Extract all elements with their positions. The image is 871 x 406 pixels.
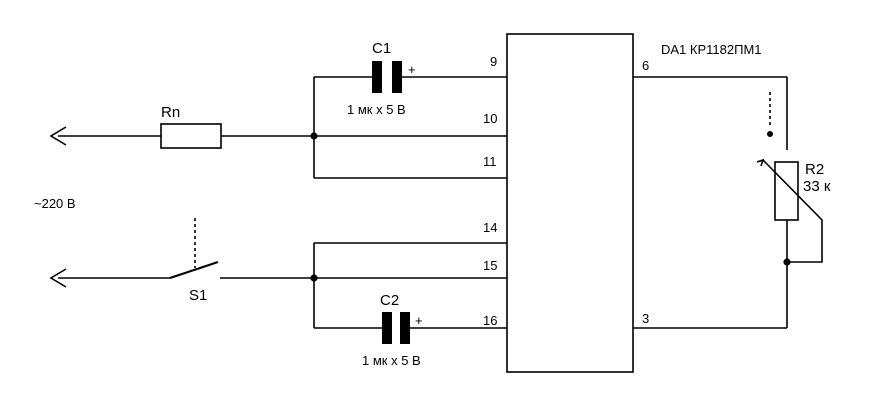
capacitor-c1-label: C1 (372, 40, 391, 57)
junction-dot-bottom (310, 274, 318, 282)
pin-3-label: 3 (642, 311, 649, 326)
supply-voltage-label: ~220 В (34, 196, 76, 211)
junction-dot-right (783, 258, 791, 266)
pin-6-label: 6 (642, 58, 649, 73)
resistor-r2-value: 33 к (803, 178, 831, 195)
pin-9-label: 9 (490, 54, 497, 69)
resistor-rn-label: Rn (161, 104, 180, 121)
arrow-left-bottom-icon (49, 268, 67, 288)
capacitor-c1 (372, 61, 402, 93)
capacitor-c2 (382, 312, 410, 344)
r2-wiper-arrow-icon (756, 158, 765, 167)
capacitor-c1-value: 1 мк х 5 В (347, 102, 406, 117)
pin-14-label: 14 (483, 220, 497, 235)
pin-11-label: 11 (483, 154, 497, 169)
capacitor-c1-plus: + (408, 62, 416, 77)
wiper-dot (767, 131, 773, 137)
switch-s1-label: S1 (189, 287, 207, 304)
capacitor-c2-value: 1 мк х 5 В (362, 353, 421, 368)
resistor-r2-name: R2 (805, 161, 824, 178)
junction-dot-top (310, 132, 318, 140)
capacitor-c2-label: C2 (380, 292, 399, 309)
pin-15-label: 15 (483, 258, 497, 273)
arrow-left-top-icon (49, 126, 67, 146)
capacitor-c2-plus: + (415, 313, 423, 328)
top-input-wires (58, 76, 507, 179)
ic-da1-label: DA1 КР1182ПМ1 (661, 42, 762, 57)
right-side-wires (633, 76, 823, 329)
bottom-input-wires (58, 242, 507, 329)
resistor-r2 (774, 161, 799, 221)
switch-s1-lever (169, 260, 219, 280)
resistor-rn (160, 123, 222, 149)
pin-16-label: 16 (483, 313, 497, 328)
ic-da1-body (506, 33, 634, 373)
pin-10-label: 10 (483, 111, 497, 126)
